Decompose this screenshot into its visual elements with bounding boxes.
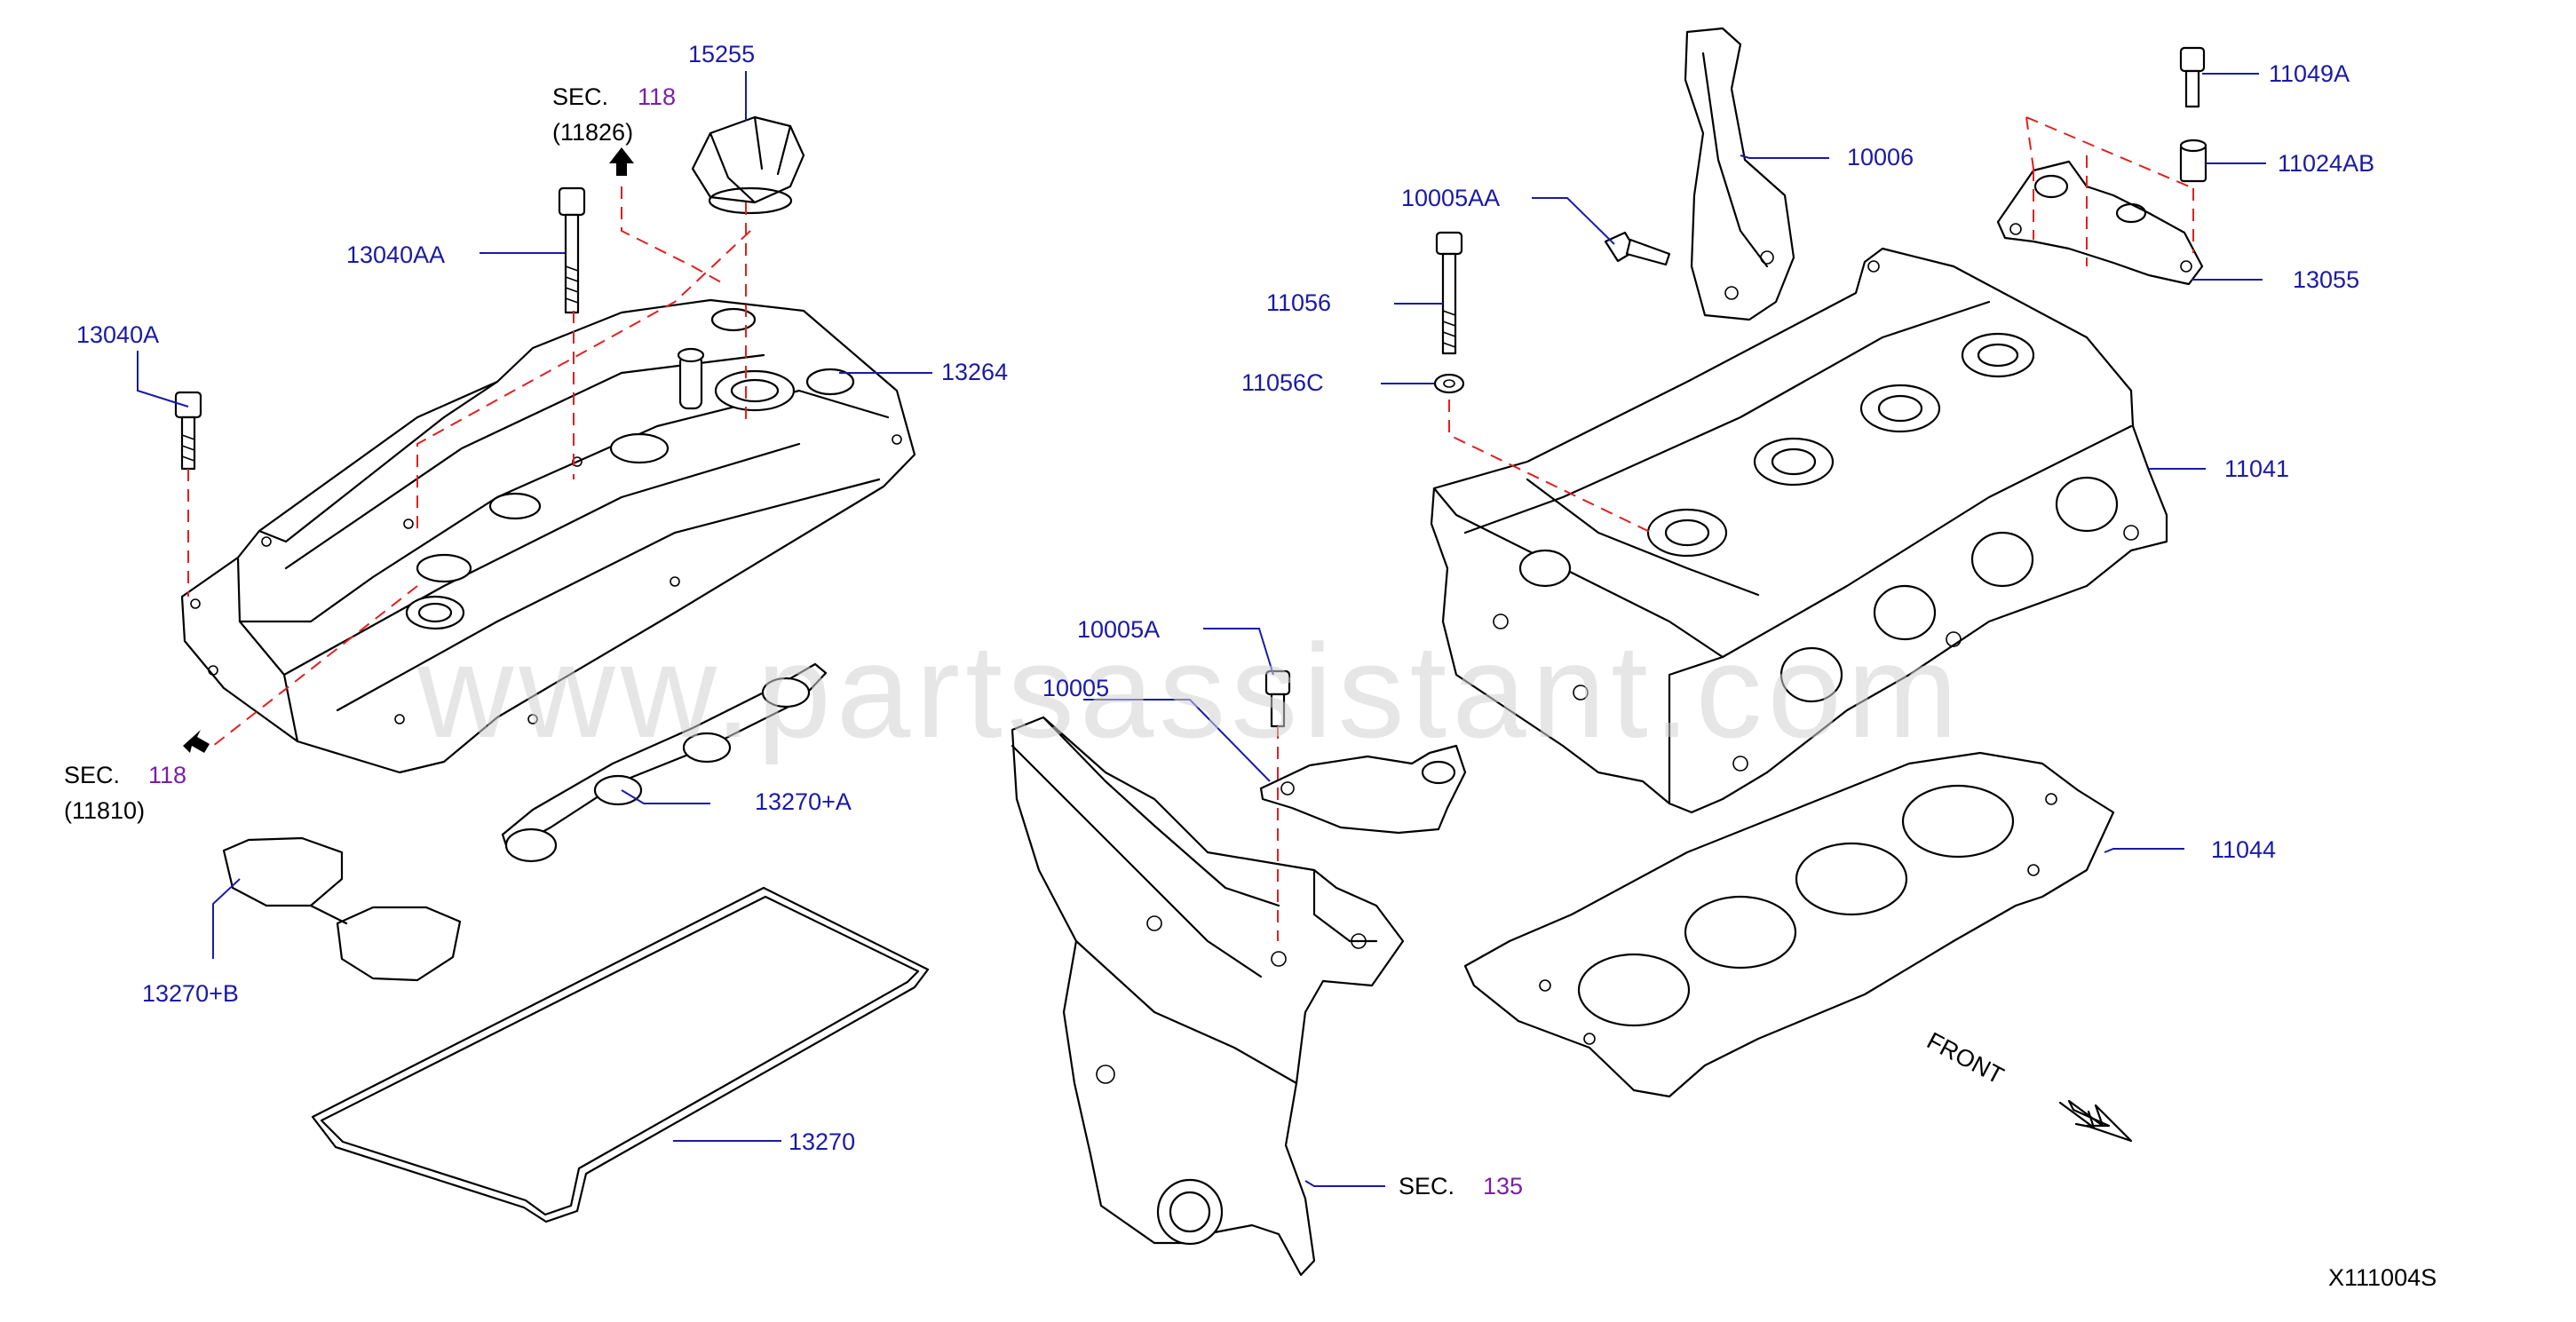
engine-bracket-10006[interactable] [1684,27,1795,321]
oil-filler-cap-15255[interactable] [691,115,805,215]
sec-left-number[interactable]: 118 [148,762,186,788]
assembly-lines [187,116,2194,941]
front-arrow-icon [2058,1099,2133,1143]
diagram-code: X111004S [2328,1264,2437,1291]
bolt-10005AA[interactable] [1604,231,1671,266]
label-10005A[interactable]: 10005A [1077,616,1160,643]
seal-gasket-13270B[interactable] [222,836,462,982]
label-11049A[interactable]: 11049A [2269,60,2350,87]
cam-bracket-13055[interactable] [1996,160,2204,286]
label-11056C[interactable]: 11056C [1241,369,1324,396]
bracket-10005[interactable] [1259,744,1467,835]
label-13040A[interactable]: 13040A [76,321,159,348]
section-ref-left[interactable]: SEC. 118 (11810) [64,762,186,824]
label-13270A[interactable]: 13270+A [755,788,852,815]
section-ref-bottom[interactable]: SEC. 135 [1399,1173,1523,1199]
head-bolt-11056[interactable] [1435,231,1463,355]
label-13270B[interactable]: 13270+B [142,980,239,1007]
dowel-11024AB[interactable] [2179,139,2207,183]
label-13040AA[interactable]: 13040AA [346,241,445,268]
section-ref-top[interactable]: SEC. 118 (11826) [552,83,676,146]
head-gasket-11044[interactable] [1463,751,2115,1098]
timing-chain-case[interactable] [1011,716,1405,1277]
leader-lines [137,71,2266,1187]
label-13270[interactable]: 13270 [789,1128,855,1155]
up-arrow-icon [609,147,634,176]
front-label: FRONT [1922,1027,2008,1089]
bolt-13040AA[interactable] [558,186,586,314]
label-13055[interactable]: 13055 [2293,266,2359,293]
label-10005AA[interactable]: 10005AA [1401,185,1500,211]
sec-top-sub: (11826) [552,119,633,146]
sec-top-number[interactable]: 118 [638,83,676,110]
cover-gasket-13270[interactable] [311,886,930,1223]
down-left-arrow-icon [183,730,210,753]
bolt-11049A[interactable] [2179,46,2206,108]
label-13264[interactable]: 13264 [941,359,1008,385]
watermark: www.partsassistant.com [416,616,1963,765]
sec-left-sub: (11810) [64,797,145,824]
sec-left-prefix: SEC. [64,762,120,788]
cylinder-head-11041[interactable] [1430,247,2168,814]
sec-top-prefix: SEC. [552,83,608,110]
label-15255[interactable]: 15255 [688,41,755,67]
tube-gasket-13270A[interactable] [501,662,828,863]
valve-cover-13264[interactable] [180,298,916,774]
label-10005[interactable]: 10005 [1042,675,1109,701]
label-10006[interactable]: 10006 [1847,144,1914,170]
sec-bottom-number[interactable]: 135 [1483,1173,1523,1199]
label-11044[interactable]: 11044 [2211,836,2276,863]
bolt-13040A[interactable] [174,391,202,471]
label-11024AB[interactable]: 11024AB [2278,150,2374,177]
label-11056[interactable]: 11056 [1266,289,1331,316]
sec-bottom-prefix: SEC. [1399,1173,1454,1199]
washer-11056C[interactable] [1433,373,1465,394]
label-11041[interactable]: 11041 [2224,455,2289,482]
